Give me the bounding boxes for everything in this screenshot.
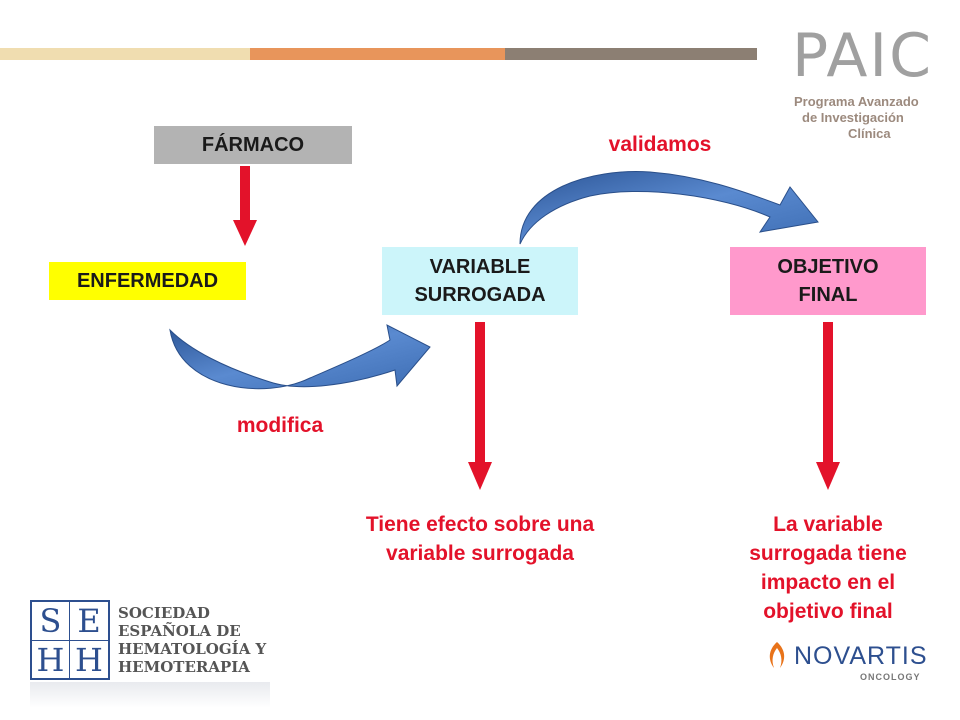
sehh-text-line1: SOCIEDAD: [118, 604, 210, 622]
node-variable-surrogada: VARIABLE SURROGADA: [382, 247, 578, 315]
sehh-logo-grid: S E H H: [30, 600, 110, 680]
novartis-flame-icon: [769, 642, 785, 668]
sehh-letter-1: S: [32, 602, 70, 641]
label-impacto-line4: objetivo final: [763, 600, 893, 623]
blue-curved-arrow-modifica: [169, 324, 431, 390]
node-objetivo-final: OBJETIVO FINAL: [730, 247, 926, 315]
novartis-logo: NOVARTIS ONCOLOGY: [764, 640, 944, 685]
node-farmaco-label: FÁRMACO: [201, 134, 305, 156]
red-arrow-objetivo-impacto: [816, 322, 840, 490]
sehh-letter-2: E: [70, 602, 108, 641]
paic-logo-line2: de Investigación: [802, 110, 904, 125]
node-objetivo-line2: FINAL: [798, 284, 858, 306]
blue-curved-arrow-validamos: [519, 171, 819, 245]
node-enfermedad: ENFERMEDAD: [49, 262, 246, 300]
header-stripe-1: [0, 48, 250, 60]
node-farmaco: FÁRMACO: [154, 126, 352, 164]
red-arrow-variable-efecto: [468, 322, 492, 490]
paic-logo-line1: Programa Avanzado: [794, 94, 919, 109]
header-stripe-3: [505, 48, 757, 60]
sehh-letter-3: H: [32, 641, 70, 679]
node-variable-line1: VARIABLE: [429, 256, 531, 278]
header-stripe-2: [250, 48, 505, 60]
sehh-text-line2: ESPAÑOLA DE: [118, 622, 241, 640]
label-impacto-line2: surrogada tiene: [749, 542, 907, 565]
sehh-text-line4: HEMOTERAPIA: [118, 658, 250, 676]
sehh-reflection: [30, 682, 270, 708]
label-impacto-line1: La variable: [773, 513, 883, 536]
label-impacto-line3: impacto en el: [760, 571, 896, 594]
label-impacto: La variable surrogada tiene impacto en e…: [715, 510, 941, 626]
paic-logo: PAIC Programa Avanzado de Investigación …: [790, 24, 950, 144]
label-efecto-line1: Tiene efecto sobre una: [365, 513, 595, 536]
label-efecto: Tiene efecto sobre una variable surrogad…: [330, 510, 630, 568]
novartis-wordmark: NOVARTIS: [794, 642, 928, 670]
paic-logo-line3: Clínica: [848, 126, 891, 141]
sehh-letter-4: H: [75, 641, 103, 679]
label-validamos: validamos: [608, 133, 712, 156]
red-arrow-farmaco-enfermedad: [233, 166, 257, 246]
node-enfermedad-label: ENFERMEDAD: [76, 270, 219, 292]
node-variable-line2: SURROGADA: [414, 284, 546, 306]
sehh-text-line3: HEMATOLOGÍA Y: [118, 640, 267, 658]
paic-logo-mark: PAIC: [792, 21, 933, 91]
sehh-logo: S E H H SOCIEDAD ESPAÑOLA DE HEMATOLOGÍA…: [30, 600, 270, 710]
label-modifica: modifica: [236, 414, 324, 437]
node-objetivo-line1: OBJETIVO: [777, 256, 879, 278]
novartis-oncology: ONCOLOGY: [860, 672, 921, 682]
label-efecto-line2: variable surrogada: [386, 542, 574, 565]
